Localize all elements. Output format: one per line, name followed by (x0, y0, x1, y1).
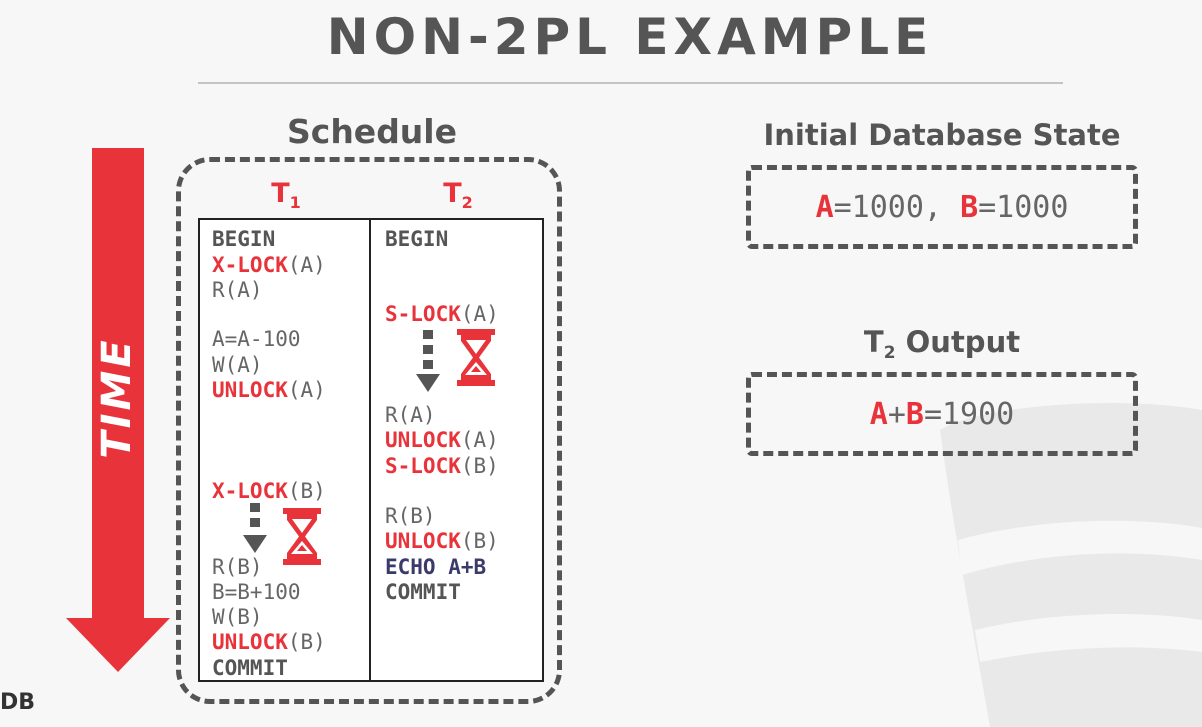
operation-token: BEGIN (385, 227, 449, 251)
operation-line: COMMIT (212, 658, 288, 679)
column-divider (369, 218, 371, 682)
wait-arrow-icon (243, 503, 267, 553)
operation-token: S-LOCK (385, 454, 461, 478)
operation-line: UNLOCK(A) (385, 430, 499, 451)
operation-line: A=A-100 (212, 329, 301, 350)
operation-token: COMMIT (385, 580, 461, 604)
var-a: A (869, 396, 888, 432)
operation-token: (A) (460, 302, 499, 326)
operation-line: BEGIN (385, 229, 448, 250)
operation-token: W(B) (212, 605, 263, 629)
operation-token: S-LOCK (385, 302, 461, 326)
operation-line: ECHO A+B (385, 557, 486, 578)
operation-token: BEGIN (212, 227, 276, 251)
operation-token: (B) (460, 529, 499, 553)
operation-token: R(B) (212, 555, 263, 579)
var-b: B (960, 189, 979, 225)
operation-token: W(A) (212, 353, 263, 377)
b-value: =1000 (978, 189, 1069, 225)
operation-line: X-LOCK(B) (212, 481, 326, 502)
operation-line: B=B+100 (212, 582, 301, 603)
t2-header: T2 (443, 178, 473, 212)
operation-token: B=B+100 (212, 580, 301, 604)
schedule-title: Schedule (286, 112, 457, 151)
hourglass-icon (283, 508, 321, 565)
operation-token: A=A-100 (212, 327, 301, 351)
operation-line: W(B) (212, 607, 263, 628)
schedule-frame (176, 157, 562, 704)
operation-token: (A) (460, 428, 499, 452)
schedule-table (198, 218, 544, 682)
operation-token: (B) (460, 454, 499, 478)
operation-token: (A) (287, 253, 326, 277)
operation-line: X-LOCK(A) (212, 255, 326, 276)
output-title: T2 Output (863, 325, 1021, 363)
time-label: TIME (94, 337, 140, 459)
operation-line: R(B) (212, 557, 263, 578)
operation-token: (B) (287, 479, 326, 503)
operation-line: R(A) (385, 405, 436, 426)
operation-token: (A) (287, 378, 326, 402)
operation-token: R(B) (385, 504, 436, 528)
operation-token: R(A) (385, 403, 436, 427)
operation-token: ECHO A+B (385, 555, 487, 579)
hourglass-icon (457, 329, 495, 386)
var-a: A (815, 189, 834, 225)
operation-line: S-LOCK(A) (385, 304, 499, 325)
initial-state-box: A=1000, B=1000 (746, 165, 1138, 249)
operation-line: UNLOCK(A) (212, 380, 326, 401)
operation-token: (B) (287, 630, 326, 654)
operation-token: UNLOCK (385, 428, 461, 452)
var-b: B (905, 396, 924, 432)
operation-token: X-LOCK (212, 479, 288, 503)
operation-token: COMMIT (212, 656, 288, 680)
corner-logo: DB (0, 690, 36, 715)
operation-token: UNLOCK (212, 630, 288, 654)
title-divider (198, 82, 1063, 84)
operation-line: UNLOCK(B) (385, 531, 499, 552)
operation-token: R(A) (212, 278, 263, 302)
initial-state-title: Initial Database State (763, 118, 1121, 152)
operation-line: COMMIT (385, 582, 461, 603)
operation-line: BEGIN (212, 229, 275, 250)
operation-line: S-LOCK(B) (385, 456, 499, 477)
wait-arrow-icon (416, 330, 440, 392)
operation-line: R(B) (385, 506, 436, 527)
operation-token: X-LOCK (212, 253, 288, 277)
t1-header: T1 (271, 178, 301, 212)
operation-token: UNLOCK (385, 529, 461, 553)
operation-line: W(A) (212, 355, 263, 376)
operation-token: UNLOCK (212, 378, 288, 402)
operation-line: UNLOCK(B) (212, 632, 326, 653)
a-value: =1000, (833, 189, 942, 225)
output-value: =1900 (923, 396, 1015, 432)
plus-sign: + (887, 396, 906, 432)
time-arrow-icon (66, 148, 170, 672)
operation-line: R(A) (212, 280, 263, 301)
output-box: A+B=1900 (746, 372, 1138, 456)
page-title: NON-2PL EXAMPLE (326, 8, 934, 66)
